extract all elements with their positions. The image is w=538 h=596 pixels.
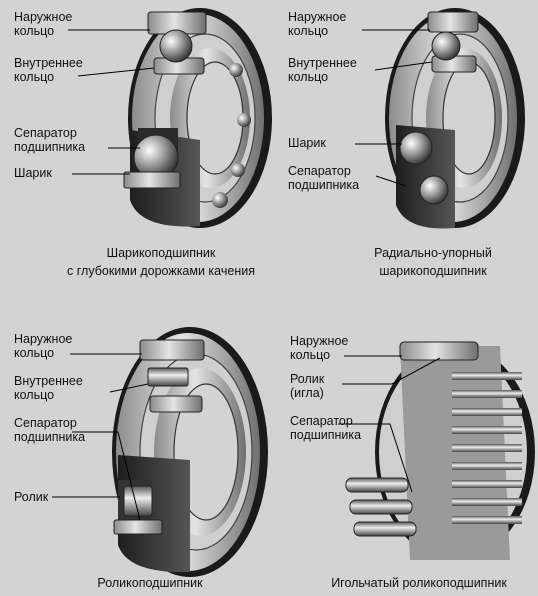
label-ball-1: Шарик <box>14 166 52 180</box>
needle-rollers <box>452 372 522 524</box>
label-outer-ring-3: Наружное кольцо <box>14 332 72 360</box>
label-cage-2: Сепаратор подшипника <box>288 164 359 192</box>
roller-bearing <box>52 327 268 577</box>
label-inner-ring-3: Внутреннее кольцо <box>14 374 83 402</box>
caption-roller-bearing: Роликоподшипник <box>0 574 300 592</box>
label-outer-ring-1: Наружное кольцо <box>14 10 72 38</box>
label-outer-ring-2: Наружное кольцо <box>288 10 346 38</box>
angular-contact-ball-bearing <box>355 8 525 229</box>
label-cage-4: Сепаратор подшипника <box>290 414 361 442</box>
label-cage-3: Сепаратор подшипника <box>14 416 85 444</box>
label-cage-1: Сепаратор подшипника <box>14 126 85 154</box>
label-ball-2: Шарик <box>288 136 326 150</box>
needle-roller-bearing <box>338 342 535 560</box>
label-inner-ring-1: Внутреннее кольцо <box>14 56 83 84</box>
caption-angular-contact-ball-bearing: Радиально-упорный шарикоподшипник <box>328 244 538 280</box>
label-outer-ring-4: Наружное кольцо <box>290 334 348 362</box>
label-roller-3: Ролик <box>14 490 48 504</box>
caption-deep-groove-ball-bearing: Шарикоподшипник с глубокими дорожками ка… <box>0 244 322 280</box>
deep-groove-ball-bearing <box>68 8 272 228</box>
label-needle-roller-4: Ролик (игла) <box>290 372 324 400</box>
caption-needle-roller-bearing: Игольчатый роликоподшипник <box>300 574 538 592</box>
label-inner-ring-2: Внутреннее кольцо <box>288 56 357 84</box>
